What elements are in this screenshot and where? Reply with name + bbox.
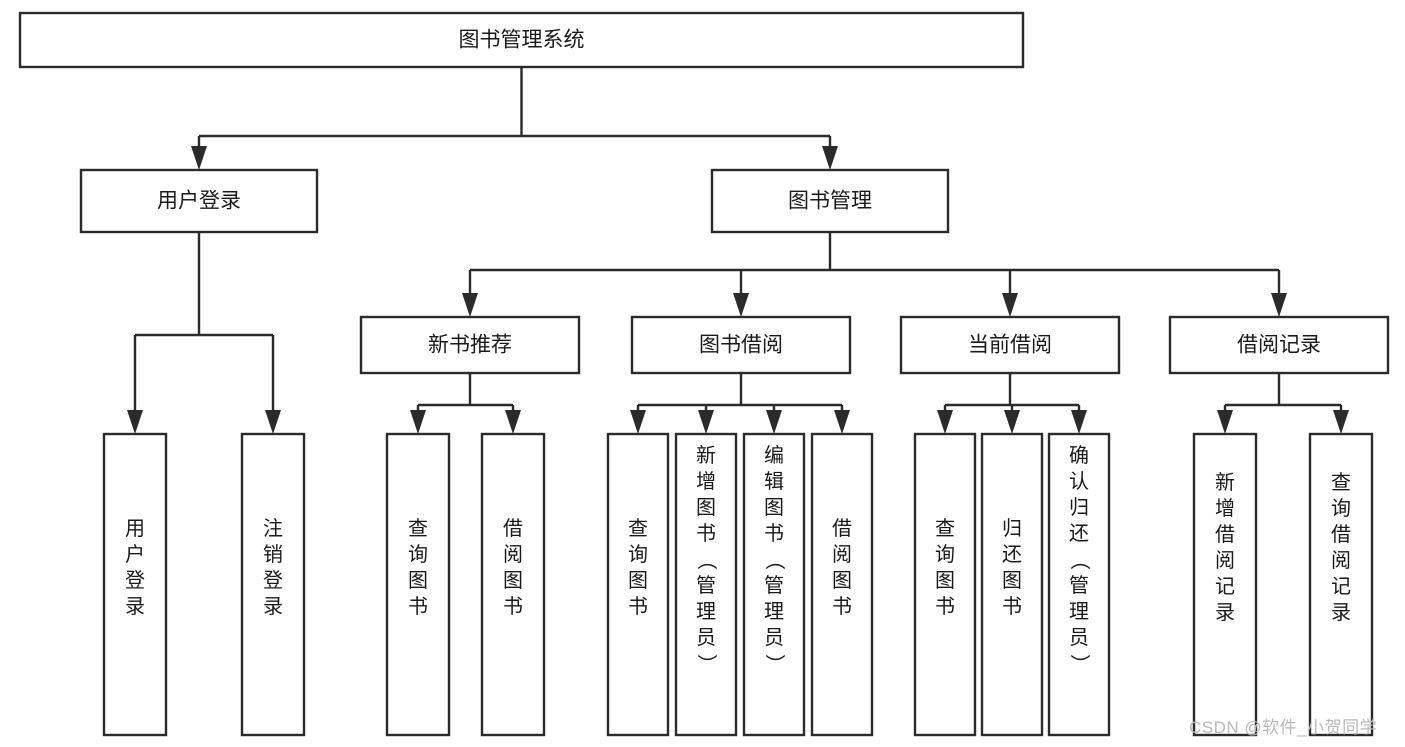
- connector-group-bookmgmt: [462, 232, 1287, 317]
- arrow-head-leaf-return-book: [1004, 410, 1020, 434]
- node-box-leaf-add-record[interactable]: [1192, 432, 1258, 737]
- connector-group-newbook-leaves: [410, 373, 521, 434]
- arrow-head-leaf-query-record: [1333, 410, 1349, 434]
- connector-group-root: [191, 67, 838, 170]
- connector-group-current-leaves: [937, 373, 1087, 434]
- connector-group-userlogin-leaves: [127, 232, 281, 434]
- node-box-leaf-query-book-3[interactable]: [913, 432, 977, 737]
- arrow-head-leaf-logout: [265, 410, 281, 434]
- arrow-head-leaf-query-book-2: [630, 410, 646, 434]
- node-label-root: 图书管理系统: [459, 29, 585, 52]
- node-box-root[interactable]: [18, 11, 1025, 69]
- node-box-leaf-add-book[interactable]: [674, 432, 738, 737]
- arrow-head-borrow: [733, 293, 749, 317]
- node-root[interactable]: 图书管理系统: [18, 11, 1025, 69]
- arrow-head-leaf-borrow-book-1: [505, 410, 521, 434]
- arrow-head-current: [1002, 293, 1018, 317]
- node-box-current-borrow[interactable]: [899, 315, 1121, 375]
- csdn-watermark: CSDN @软件_小贺同学: [1189, 718, 1378, 737]
- node-box-leaf-edit-book[interactable]: [742, 432, 806, 737]
- node-box-book-management[interactable]: [710, 168, 950, 234]
- node-label-new-book-recommend: 新书推荐: [428, 334, 512, 357]
- node-user-login[interactable]: 用户登录: [79, 168, 319, 234]
- arrow-head-leaf-borrow-book-2: [834, 410, 850, 434]
- node-box-leaf-query-book-1[interactable]: [385, 432, 451, 737]
- node-box-user-login[interactable]: [79, 168, 319, 234]
- node-label-user-login: 用户登录: [157, 190, 241, 213]
- node-label-book-borrow: 图书借阅: [699, 334, 783, 357]
- arrow-head-leaf-edit-book: [766, 410, 782, 434]
- node-new-book-recommend[interactable]: 新书推荐: [359, 315, 581, 375]
- node-label-current-borrow: 当前借阅: [968, 334, 1052, 357]
- connector-group-borrow-leaves: [630, 373, 850, 434]
- arrow-head-record: [1271, 293, 1287, 317]
- arrow-head-bookmgmt: [822, 146, 838, 170]
- arrow-head-userlogin: [191, 146, 207, 170]
- arrow-head-leaf-add-book: [698, 410, 714, 434]
- arrow-head-leaf-add-record: [1217, 410, 1233, 434]
- node-current-borrow[interactable]: 当前借阅: [899, 315, 1121, 375]
- node-box-leaf-borrow-book-2[interactable]: [810, 432, 874, 737]
- node-book-management[interactable]: 图书管理: [710, 168, 950, 234]
- node-box-leaf-user-login[interactable]: [102, 432, 168, 737]
- arrow-head-newbook: [462, 293, 478, 317]
- node-box-borrow-record[interactable]: [1168, 315, 1390, 375]
- node-box-leaf-borrow-book-1[interactable]: [480, 432, 546, 737]
- connector-group-record-leaves: [1217, 373, 1349, 434]
- arrow-head-leaf-query-book-1: [410, 410, 426, 434]
- node-box-leaf-query-record[interactable]: [1308, 432, 1374, 737]
- node-box-new-book-recommend[interactable]: [359, 315, 581, 375]
- node-box-leaf-confirm-return[interactable]: [1047, 432, 1111, 737]
- node-box-book-borrow[interactable]: [630, 315, 852, 375]
- node-borrow-record[interactable]: 借阅记录: [1168, 315, 1390, 375]
- arrow-head-leaf-user-login: [127, 410, 143, 434]
- node-box-leaf-logout[interactable]: [240, 432, 306, 737]
- arrow-head-leaf-confirm-return: [1071, 410, 1087, 434]
- node-book-borrow[interactable]: 图书借阅: [630, 315, 852, 375]
- node-label-borrow-record: 借阅记录: [1237, 334, 1321, 357]
- node-box-leaf-query-book-2[interactable]: [606, 432, 670, 737]
- node-label-book-management: 图书管理: [788, 190, 872, 213]
- node-box-leaf-return-book[interactable]: [980, 432, 1044, 737]
- arrow-head-leaf-query-book-3: [937, 410, 953, 434]
